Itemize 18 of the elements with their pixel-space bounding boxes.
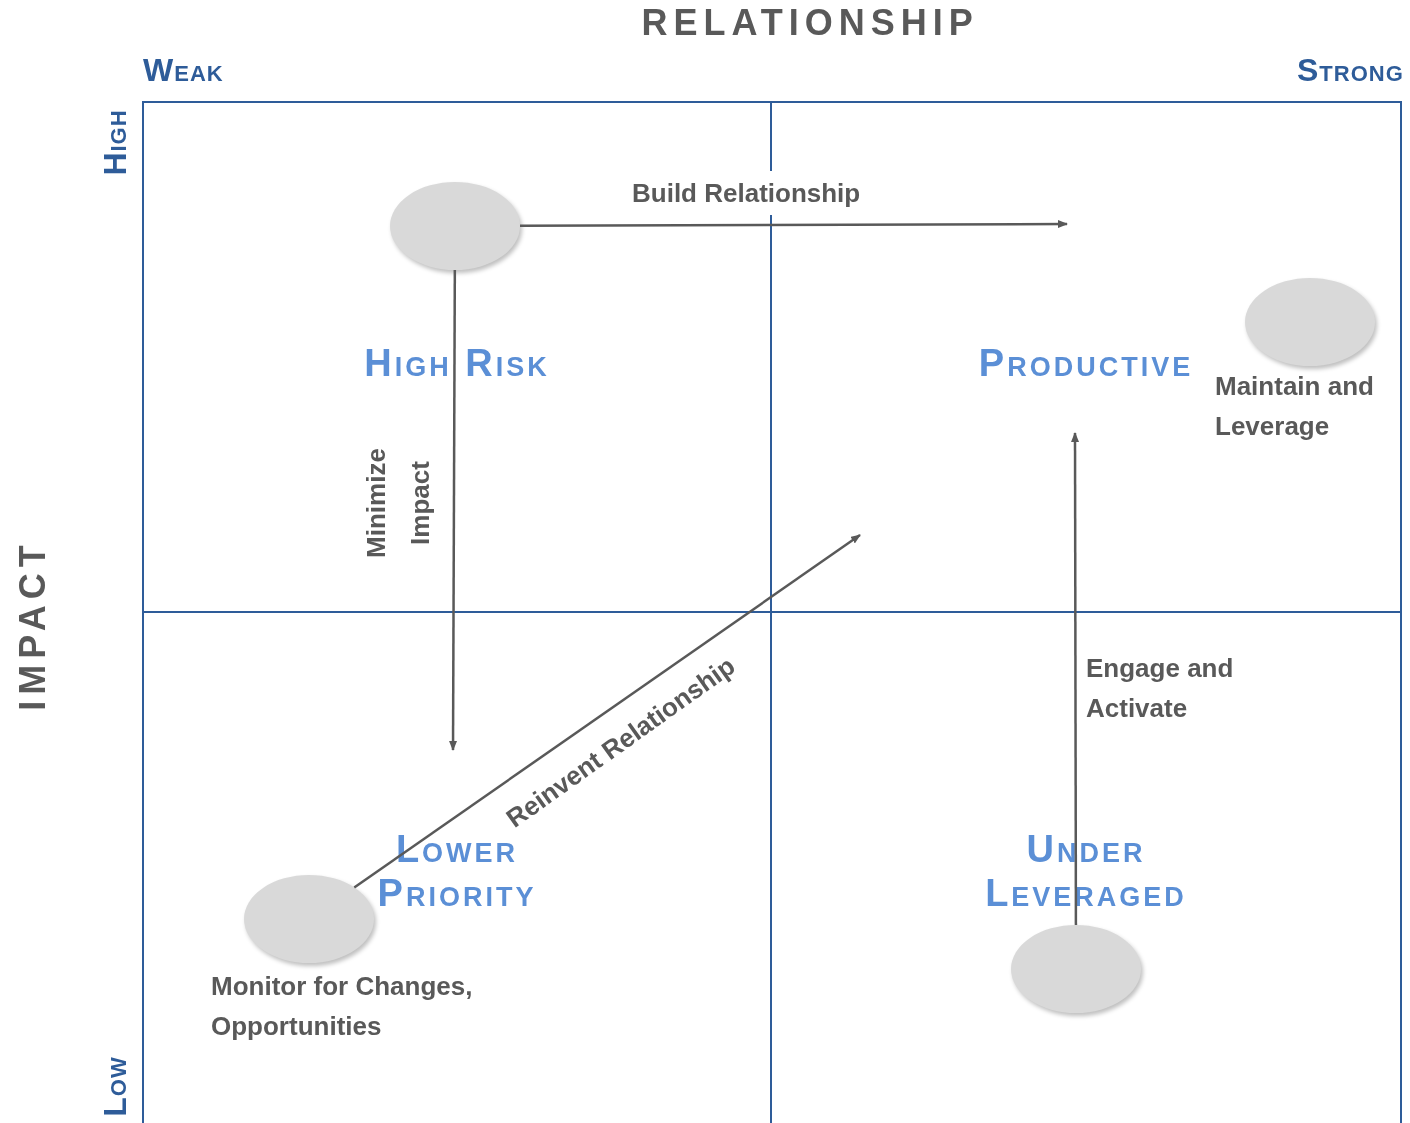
axis-title: IMPACT [11, 539, 54, 711]
note-text: Maintain and Leverage [1215, 370, 1375, 443]
axis-title: RELATIONSHIP [641, 2, 979, 44]
axis-label: Strong [1297, 52, 1404, 89]
arrow [1071, 432, 1079, 925]
arrow [449, 270, 458, 751]
note-text: Monitor for Changes, Opportunities [211, 970, 474, 1043]
edge-label: Minimize Impact [360, 447, 436, 560]
edge-label: Engage and Activate [1086, 652, 1235, 725]
axis-label: Low [96, 1055, 134, 1117]
quadrant-label: Lower Priority [376, 827, 538, 915]
axis-label: High [96, 108, 134, 176]
arrow [353, 533, 861, 889]
quadrant-label: Productive [977, 341, 1195, 385]
axis-label: Weak [143, 52, 224, 89]
arrow [520, 220, 1068, 229]
ellipse-marker [244, 875, 374, 963]
quadrant-label: High Risk [363, 341, 551, 385]
